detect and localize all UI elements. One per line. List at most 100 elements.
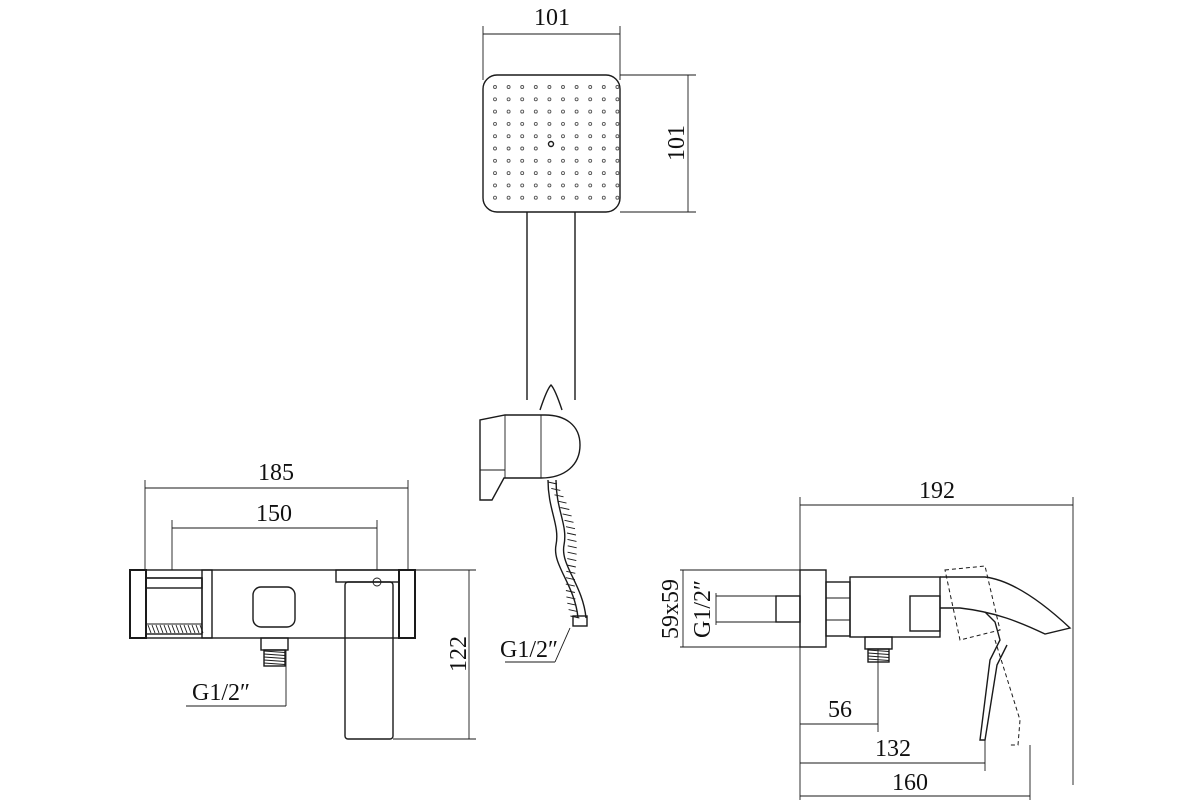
- nozzle: [561, 158, 565, 163]
- nozzle: [615, 195, 620, 200]
- shower-hose: G1/2″: [500, 479, 588, 663]
- nozzle: [547, 134, 552, 139]
- side-lever: [979, 611, 1008, 741]
- side-dim-160-label: 160: [892, 770, 928, 796]
- nozzle: [506, 134, 511, 139]
- nozzle: [561, 121, 565, 126]
- side-view: 192 59x59 G1/2″ 56: [658, 478, 1074, 800]
- nozzle: [574, 97, 579, 102]
- nozzle: [574, 195, 579, 200]
- nozzle: [561, 195, 565, 200]
- side-flange-label: 59x59: [658, 579, 684, 639]
- nozzle: [601, 121, 606, 126]
- diverter-knob: [252, 586, 296, 628]
- nozzle: [533, 97, 538, 102]
- nozzle: [520, 85, 525, 89]
- nozzle: [506, 121, 511, 126]
- nozzle: [588, 171, 593, 176]
- nozzle: [493, 134, 497, 139]
- nozzle: [533, 85, 538, 89]
- nozzle: [601, 97, 606, 102]
- nozzle: [547, 85, 552, 89]
- nozzle: [561, 85, 565, 89]
- side-thread-label: G1/2″: [690, 580, 716, 638]
- nozzle: [520, 121, 525, 126]
- front-view: 185 150 G1/2″ 122: [129, 460, 476, 740]
- nozzle: [493, 183, 497, 188]
- nozzle: [506, 85, 511, 89]
- nozzle: [574, 109, 579, 114]
- spout: [940, 576, 1072, 635]
- nozzle: [520, 146, 525, 151]
- hose-thread-label: G1/2″: [500, 637, 558, 663]
- nozzle: [547, 97, 552, 102]
- nozzle: [506, 158, 511, 163]
- nozzle: [615, 146, 620, 151]
- nozzle: [601, 134, 606, 139]
- nozzle: [533, 195, 538, 200]
- nozzle: [615, 97, 620, 102]
- nozzle: [533, 134, 538, 139]
- nozzle: [520, 134, 525, 139]
- nozzle: [574, 85, 579, 89]
- nozzle: [601, 109, 606, 114]
- nozzle: [588, 109, 593, 114]
- nozzle: [506, 109, 511, 114]
- nozzle: [493, 158, 497, 163]
- shower-head-width-label: 101: [534, 5, 570, 31]
- center-nozzle: [547, 140, 555, 148]
- nozzle: [506, 195, 511, 200]
- nozzle: [493, 146, 497, 151]
- nozzle: [493, 171, 497, 176]
- side-depth-label: 192: [919, 478, 955, 504]
- nozzle: [588, 97, 593, 102]
- nozzle: [561, 146, 565, 151]
- nozzle: [547, 171, 552, 176]
- lever-handle: [344, 581, 394, 740]
- nozzle: [615, 134, 620, 139]
- nozzle: [601, 85, 606, 89]
- nozzle: [601, 158, 606, 163]
- side-dim-132-label: 132: [875, 736, 911, 762]
- side-dim-56-label: 56: [828, 697, 852, 723]
- nozzle: [574, 158, 579, 163]
- nozzle: [615, 85, 620, 89]
- front-thread-label: G1/2″: [192, 680, 250, 706]
- nozzle: [520, 97, 525, 102]
- nozzle: [520, 109, 525, 114]
- shower-head-height-label: 101: [664, 125, 690, 161]
- nozzle: [547, 158, 552, 163]
- nozzle: [615, 171, 620, 176]
- nozzle: [547, 121, 552, 126]
- nozzle: [574, 171, 579, 176]
- nozzle: [493, 121, 497, 126]
- nozzle: [520, 195, 525, 200]
- nozzle: [615, 121, 620, 126]
- front-height-label: 122: [446, 636, 472, 672]
- nozzle: [533, 158, 538, 163]
- nozzle: [588, 183, 593, 188]
- nozzle: [547, 195, 552, 200]
- nozzle: [561, 97, 565, 102]
- nozzle: [561, 109, 565, 114]
- nozzle: [588, 195, 593, 200]
- nozzle: [493, 97, 497, 102]
- nozzle: [601, 171, 606, 176]
- nozzle: [588, 158, 593, 163]
- nozzle: [506, 171, 511, 176]
- wall-flange: [799, 569, 827, 648]
- nozzle: [547, 183, 552, 188]
- nozzle: [601, 183, 606, 188]
- shower-holder: [479, 414, 581, 501]
- nozzle: [493, 85, 497, 89]
- nozzle: [493, 109, 497, 114]
- nozzle-grid: [493, 85, 620, 200]
- nozzle: [533, 121, 538, 126]
- shower-handle: [526, 212, 576, 400]
- nozzle: [574, 146, 579, 151]
- nozzle: [533, 109, 538, 114]
- nozzle: [615, 109, 620, 114]
- nozzle: [574, 121, 579, 126]
- nozzle: [561, 183, 565, 188]
- nozzle: [533, 183, 538, 188]
